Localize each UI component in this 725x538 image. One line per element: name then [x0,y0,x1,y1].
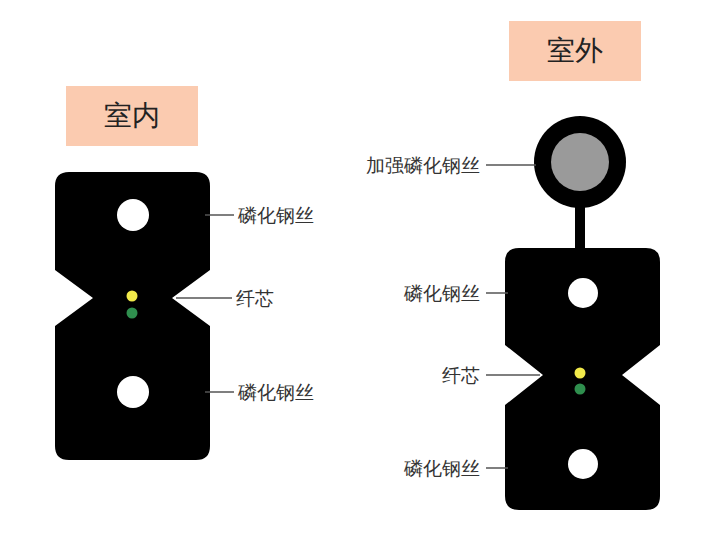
fiber-core [127,291,138,302]
strength-steel-wire [551,133,609,191]
fiber-core [575,384,586,395]
steel-wire-hole [568,449,598,479]
steel-wire-hole [117,199,149,231]
leader-line [176,297,232,299]
leader-line [486,467,508,469]
part-label: 纤芯 [236,289,274,308]
leader-line [486,292,508,294]
indoor-cable-body [55,172,210,460]
leader-line [205,214,234,216]
title-tag: 室内 [66,86,198,146]
leader-line [486,164,536,166]
fiber-core [575,368,586,379]
tag-text: 室外 [547,32,603,70]
part-label: 磷化钢丝 [238,383,314,402]
outdoor-cable-body [505,248,660,510]
part-label: 磷化钢丝 [238,206,314,225]
part-label: 加强磷化钢丝 [366,156,480,175]
steel-wire-hole [117,376,149,408]
fiber-core [127,308,138,319]
strength-member-jacket [534,116,626,208]
cable-web [575,200,585,252]
part-label: 磷化钢丝 [404,459,480,478]
steel-wire-hole [568,278,598,308]
part-label: 磷化钢丝 [404,284,480,303]
leader-line [205,391,234,393]
title-tag: 室外 [509,21,641,81]
leader-line [486,374,540,376]
part-label: 纤芯 [442,366,480,385]
tag-text: 室内 [104,97,160,135]
